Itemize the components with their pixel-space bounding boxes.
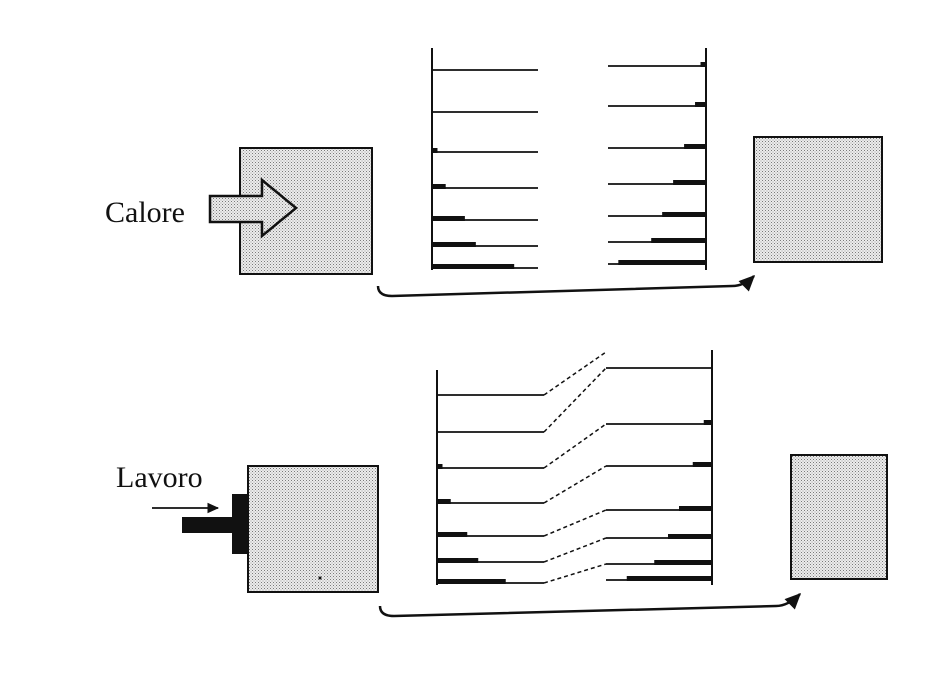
population-bar-left (437, 532, 468, 537)
population-bar-left (432, 242, 476, 247)
level-shift-connector (543, 367, 607, 433)
population-bar-left (432, 148, 438, 153)
population-bar-left (432, 184, 446, 189)
level-shift-connector (543, 537, 607, 563)
level-shift-connector (543, 509, 607, 537)
population-bar-right (662, 212, 706, 217)
energy-levels-heat (431, 48, 707, 270)
piston-rod-icon (182, 517, 234, 533)
heat-arrow-icon (208, 177, 298, 239)
panel-work: Lavoro (116, 350, 888, 618)
population-bar-right (673, 180, 706, 185)
initial-system-box (247, 465, 379, 593)
population-bar-left (437, 558, 479, 563)
heat-label: Calore (105, 196, 185, 229)
population-bar-right (700, 62, 706, 67)
population-bar-right (684, 144, 706, 149)
population-bar-left (432, 216, 465, 221)
level-shift-connector (543, 423, 607, 469)
piston-head-icon (232, 494, 248, 554)
population-bar-left (437, 499, 451, 504)
population-bar-right (668, 534, 712, 539)
population-bar-right (651, 238, 706, 243)
work-label: Lavoro (116, 461, 203, 494)
energy-levels-work (436, 350, 713, 585)
level-shift-connector (543, 563, 607, 584)
population-bar-right (692, 462, 712, 467)
population-bar-right (695, 102, 706, 107)
final-system-box (753, 136, 883, 263)
process-arrow-icon (376, 274, 756, 298)
level-shift-connector (543, 465, 607, 504)
panel-heat: Calore (105, 48, 883, 298)
level-shift-connector (543, 351, 607, 396)
speck (318, 576, 322, 580)
population-bar-right (703, 420, 712, 425)
population-bar-left (432, 264, 515, 269)
population-bar-left (437, 579, 506, 584)
final-system-box (790, 454, 888, 580)
population-bar-right (618, 260, 706, 265)
process-arrow-icon (378, 592, 802, 618)
population-bar-right (626, 576, 712, 581)
population-bar-right (679, 506, 712, 511)
population-bar-right (654, 560, 712, 565)
population-bar-left (437, 464, 443, 469)
